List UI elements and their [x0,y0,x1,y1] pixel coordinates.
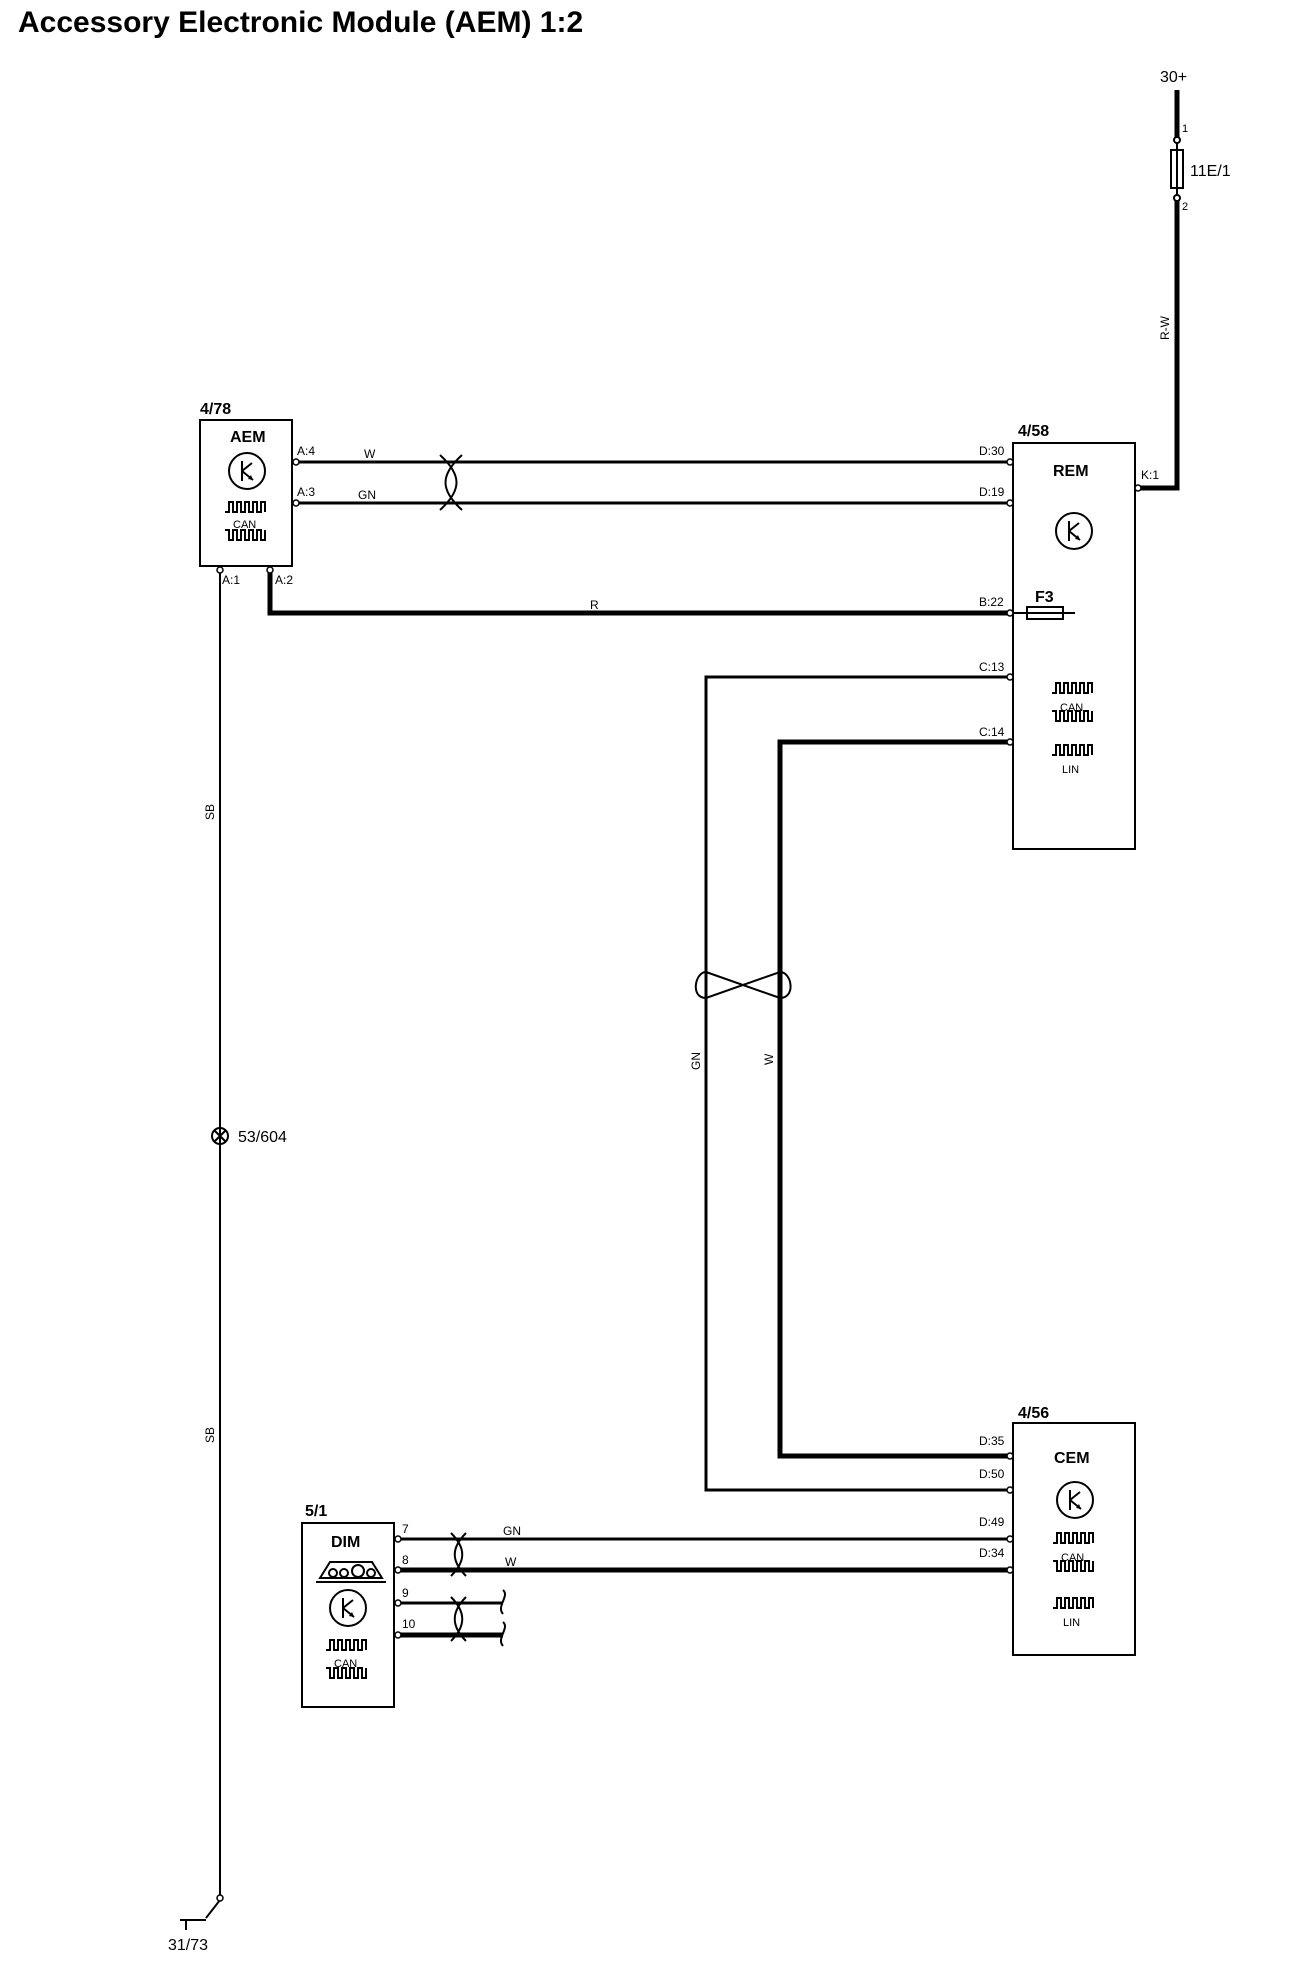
rem-pin-c14: C:14 [979,725,1005,739]
fuse-pin-bottom: 2 [1182,201,1188,213]
wire-aem-rem-w-label: W [364,447,376,461]
twist-dim-unused [450,1596,467,1642]
ground-icon [180,1919,206,1930]
wire-rem-cem-w-label: W [762,1053,776,1065]
aem-ref: 4/78 [200,401,231,418]
splice-icon [211,1127,229,1145]
rem-pin-d30: D:30 [979,444,1005,458]
cem-pin-d49: D:49 [979,1515,1005,1529]
rem-name: REM [1053,463,1089,480]
wire-aem-rem-r-label: R [590,598,599,612]
dim-pin-10: 10 [402,1617,416,1631]
rem-pin-k1: K:1 [1141,468,1159,482]
wire-rem-cem-gn-label: GN [689,1052,703,1070]
cem-pin-d50: D:50 [979,1467,1005,1481]
wire-rem-cem-w [777,739,1009,1459]
dim-pin-7: 7 [402,1522,409,1536]
cem-ref: 4/56 [1018,1405,1049,1422]
module-dim: 5/1 DIM CAN 7 8 9 10 [301,1503,416,1708]
cem-pin-d34: D:34 [979,1546,1005,1560]
wire-break-9 [500,1589,506,1615]
dim-cem-wires: GN W [394,1524,1014,1647]
wire-break-10 [500,1621,506,1647]
aem-pin-a1: A:1 [222,573,240,587]
wire-ground-sb1-label: SB [203,804,217,820]
cem-name: CEM [1054,1450,1090,1467]
instrument-cluster-icon [316,1561,386,1583]
wire-dim-cem-w-label: W [505,1555,517,1569]
wire-ground-sb2-label: SB [203,1427,217,1443]
cem-lin-label: LIN [1063,1617,1080,1629]
cem-can-label: CAN [1061,1552,1084,1564]
splice-label: 53/604 [238,1129,287,1146]
supply-circuit: 30+ 1 11E/1 2 R-W [1140,69,1231,491]
aem-name: AEM [230,429,266,446]
rem-pin-d19: D:19 [979,485,1005,499]
dim-ref: 5/1 [305,1503,327,1520]
dim-can-label: CAN [334,1658,357,1670]
ground-label: 31/73 [168,1937,208,1954]
fuse-pin-top: 1 [1182,123,1188,135]
module-aem: 4/78 AEM CAN A:4 A:3 A:1 A:2 [199,401,315,587]
dim-pin-9: 9 [402,1586,409,1600]
aem-rem-wires: W GN R [216,447,1142,617]
wire-aem-rem-r [267,573,1009,616]
fuse-label: 11E/1 [1190,163,1231,180]
wire-aem-rem-gn-label: GN [358,488,376,502]
rem-fuse-label: F3 [1035,589,1054,606]
rem-cem-wires: GN W [689,673,1014,1494]
wire-rw-label: R-W [1158,315,1172,340]
rem-box [1012,442,1136,850]
aem-box [199,419,293,567]
aem-pin-a2: A:2 [275,573,293,587]
dim-name: DIM [331,1534,360,1551]
wire-rw [1140,200,1180,491]
wire-dim-cem-gn-label: GN [503,1524,521,1538]
module-rem: 4/58 REM CAN LIN F3 D:30 D:19 B:22 C:13 … [979,423,1159,850]
module-cem: 4/56 CEM CAN LIN D:35 D:50 D:49 D:34 [979,1405,1136,1656]
ground-circuit: SB SB 53/604 31/73 [168,573,287,1954]
dim-pin-8: 8 [402,1553,409,1567]
aem-can-label: CAN [233,519,256,531]
rem-lin-label: LIN [1062,764,1079,776]
rem-pin-b22: B:22 [979,595,1004,609]
page-title: Accessory Electronic Module (AEM) 1:2 [18,6,584,39]
aem-pin-a3: A:3 [297,485,315,499]
supply-label: 30+ [1160,69,1187,86]
twist-rem-cem [694,970,792,1000]
cem-pin-d35: D:35 [979,1434,1005,1448]
rem-pin-c13: C:13 [979,660,1005,674]
twist-dim-cem [450,1532,467,1577]
aem-pin-a4: A:4 [297,444,315,458]
ground-link [205,1899,221,1919]
rem-can-label: CAN [1060,702,1083,714]
wire-rem-cem-gn [704,675,1009,1492]
rem-ref: 4/58 [1018,423,1049,440]
dim-box [301,1522,395,1708]
twist-aem-rem [439,454,463,511]
